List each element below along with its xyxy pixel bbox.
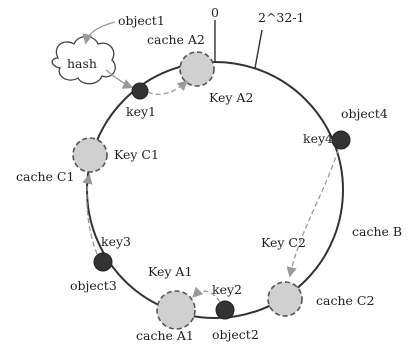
key4-node [331, 130, 351, 150]
key4-label: key4 [303, 131, 333, 146]
cache-a2-label: cache A2 [147, 32, 205, 47]
cache-a2-node [179, 51, 215, 87]
cache-c1-node [72, 137, 108, 173]
hash-to-key1-arrow [105, 69, 134, 89]
key-a1-label: Key A1 [148, 264, 192, 279]
key1-to-cache-a2-arrow [147, 80, 188, 96]
hash-cloud-shape [51, 35, 116, 85]
key2-to-cache-a1-arrow [192, 286, 221, 303]
key2-label: key2 [212, 282, 242, 297]
cache-c2-node [267, 281, 303, 317]
cache-b-label: cache B [352, 224, 402, 239]
hash-cloud-label: hash [67, 56, 97, 71]
max-value-label: 2^32-1 [258, 10, 305, 25]
object1-label: object1 [118, 13, 165, 28]
object2-label: object2 [212, 327, 259, 342]
key1-label: key1 [126, 104, 156, 119]
key3-label: key3 [101, 234, 131, 249]
cache-a1-label: cache A1 [136, 328, 194, 343]
key3-to-cache-c1-arrow [82, 173, 98, 255]
key1-node [131, 82, 149, 100]
object3-label: object3 [70, 278, 117, 293]
key4-to-cache-c2-arrow [286, 149, 339, 278]
key2-node [215, 300, 235, 320]
key3-node [93, 252, 113, 272]
object4-label: object4 [341, 106, 388, 121]
object1-to-hash-arrow [82, 21, 116, 45]
cache-a1-node [156, 290, 196, 330]
key-a2-label: Key A2 [209, 90, 253, 105]
cache-c2-label: cache C2 [316, 293, 374, 308]
key-c1-label: Key C1 [114, 147, 159, 162]
zero-label: 0 [211, 5, 219, 20]
cache-c1-label: cache C1 [16, 169, 74, 184]
max-value-pointer [254, 29, 263, 69]
key-c2-label: Key C2 [261, 235, 306, 250]
